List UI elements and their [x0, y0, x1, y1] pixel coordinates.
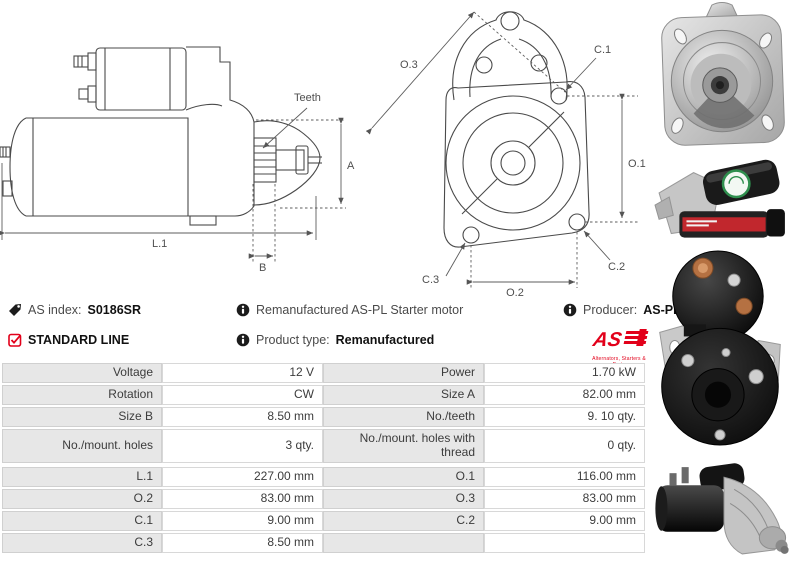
product-type-label: Product type: — [256, 333, 330, 347]
front-view-dimensions: O.3 C.1 O.1 C.2 C.3 O.2 — [365, 11, 646, 299]
spec-value: 9.00 mm — [162, 511, 323, 531]
spec-value: 3 qty. — [162, 429, 323, 463]
spec-value: 116.00 mm — [484, 467, 645, 487]
table-row: Voltage 12 V Power 1.70 kW — [2, 363, 645, 383]
dim-label-c1: C.1 — [594, 44, 611, 56]
photo-starter-front-view — [661, 2, 785, 146]
spec-value: 0 qty. — [484, 429, 645, 463]
spec-value — [484, 533, 645, 553]
spec-label: Power — [323, 363, 484, 383]
as-index-label: AS index: — [28, 303, 82, 317]
info-icon — [236, 303, 250, 317]
checkbox-checked-icon — [8, 333, 22, 347]
spec-label: Voltage — [2, 363, 162, 383]
table-row: Rotation CW Size A 82.00 mm — [2, 385, 645, 405]
photo-starter-side-sticker-view — [654, 159, 785, 238]
spec-label: Rotation — [2, 385, 162, 405]
spec-label: C.2 — [323, 511, 484, 531]
product-type-value: Remanufactured — [335, 333, 435, 347]
spec-value: 83.00 mm — [162, 489, 323, 509]
tag-icon — [8, 303, 22, 317]
spec-value: 8.50 mm — [162, 533, 323, 553]
spec-value: 83.00 mm — [484, 489, 645, 509]
info-icon — [563, 303, 577, 317]
spec-label: O.3 — [323, 489, 484, 509]
spec-label: O.2 — [2, 489, 162, 509]
dim-label-a: A — [347, 160, 355, 172]
dim-label-o3: O.3 — [400, 59, 418, 71]
table-row: C.3 8.50 mm — [2, 533, 645, 553]
dim-label-l1: L.1 — [152, 238, 167, 250]
info-icon — [236, 333, 250, 347]
producer-value: AS-PL — [643, 303, 681, 317]
dim-label-c3: C.3 — [422, 274, 439, 286]
photo-starter-rear-view — [659, 250, 781, 446]
spec-value: 8.50 mm — [162, 407, 323, 427]
logo-text: AS — [590, 329, 624, 350]
product-photos — [653, 0, 791, 561]
dim-label-teeth: Teeth — [294, 92, 321, 104]
spec-label: C.1 — [2, 511, 162, 531]
spec-label: Size A — [323, 385, 484, 405]
starter-front-outline — [443, 11, 590, 248]
producer-row: Producer: AS-PL — [563, 303, 681, 317]
side-view-diagram: A L.1 B Teeth — [0, 46, 355, 274]
dim-label-b: B — [259, 262, 266, 274]
spec-value: 82.00 mm — [484, 385, 645, 405]
front-view-diagram: O.3 C.1 O.1 C.2 C.3 O.2 — [365, 11, 646, 299]
spec-value: 9. 10 qty. — [484, 407, 645, 427]
description-row: Remanufactured AS-PL Starter motor — [236, 303, 463, 317]
photo-starter-side-view — [655, 463, 789, 555]
as-index-row: AS index: S0186SR — [8, 303, 141, 317]
spec-label: Size B — [2, 407, 162, 427]
product-type-row: Product type: Remanufactured — [236, 333, 434, 347]
dim-label-o1: O.1 — [628, 158, 646, 170]
spec-value: 9.00 mm — [484, 511, 645, 531]
product-line-label: STANDARD LINE — [28, 333, 130, 347]
spec-label — [323, 533, 484, 553]
spec-label: O.1 — [323, 467, 484, 487]
table-row: O.2 83.00 mm O.3 83.00 mm — [2, 489, 645, 509]
dim-label-o2: O.2 — [506, 287, 524, 299]
spec-table: Voltage 12 V Power 1.70 kW Rotation CW S… — [2, 363, 645, 555]
spec-value: 12 V — [162, 363, 323, 383]
table-row: No./mount. holes 3 qty. No./mount. holes… — [2, 429, 645, 463]
spec-label: C.3 — [2, 533, 162, 553]
spec-value: 1.70 kW — [484, 363, 645, 383]
spec-label: No./mount. holes — [2, 429, 162, 463]
table-row: L.1 227.00 mm O.1 116.00 mm — [2, 467, 645, 487]
spec-label: L.1 — [2, 467, 162, 487]
table-row: Size B 8.50 mm No./teeth 9. 10 qty. — [2, 407, 645, 427]
product-line-row: STANDARD LINE — [8, 333, 129, 347]
spec-value: 227.00 mm — [162, 467, 323, 487]
spec-label: No./mount. holes with thread — [323, 429, 484, 463]
as-pl-logo-mark: AS — [590, 329, 649, 351]
spec-label: No./teeth — [323, 407, 484, 427]
dim-label-c2: C.2 — [608, 261, 625, 273]
side-view-dimensions: A L.1 B Teeth — [0, 92, 355, 274]
spec-value: CW — [162, 385, 323, 405]
table-row: C.1 9.00 mm C.2 9.00 mm — [2, 511, 645, 531]
producer-label: Producer: — [583, 303, 638, 317]
product-description: Remanufactured AS-PL Starter motor — [256, 303, 464, 317]
as-pl-logo: AS Alternators, Starters & Parts — [585, 328, 653, 368]
starter-side-outline — [0, 46, 322, 226]
as-index-value: S0186SR — [87, 303, 142, 317]
